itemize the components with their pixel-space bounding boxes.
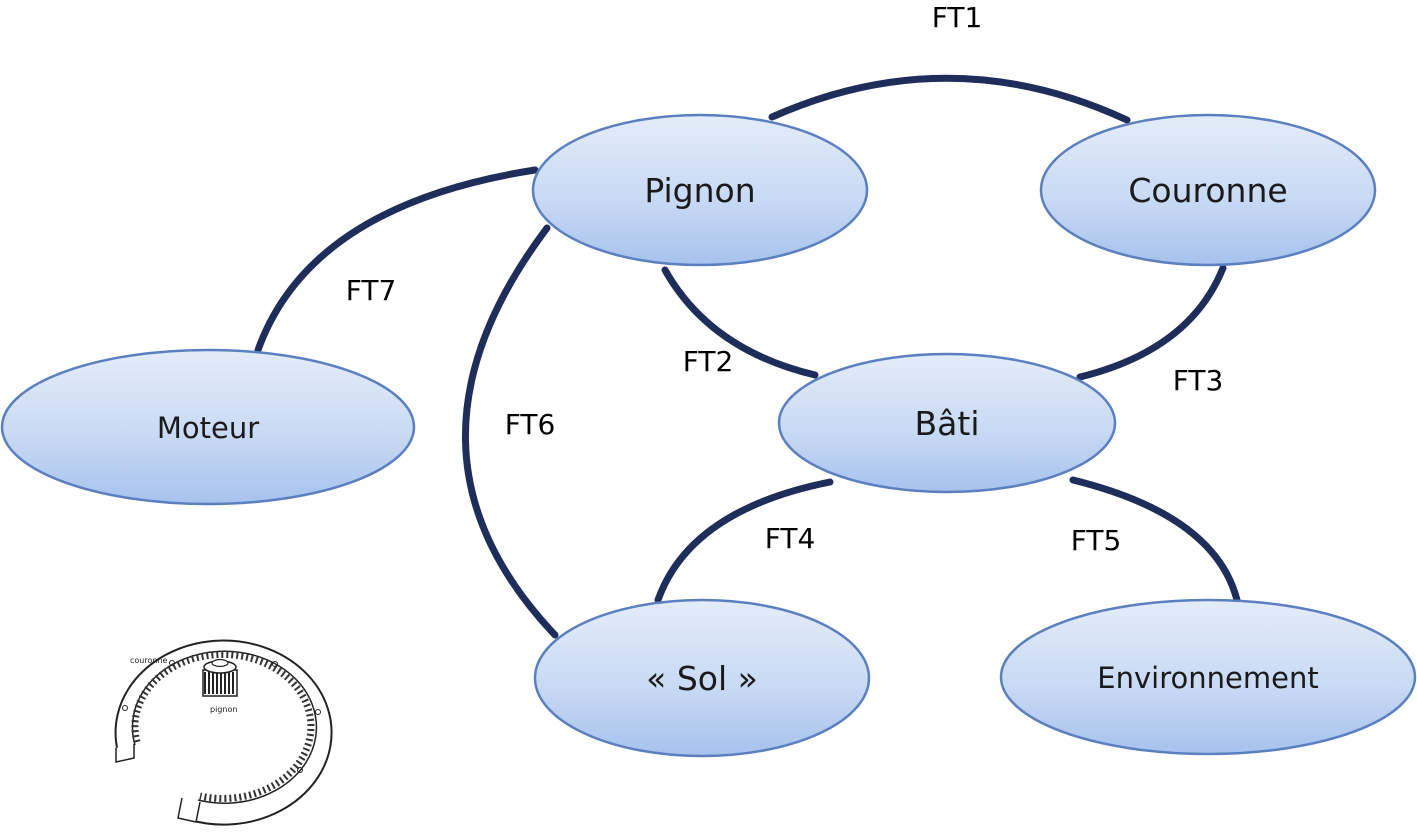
node-environnement: Environnement (999, 598, 1417, 756)
label-ft3: FT3 (1173, 364, 1224, 397)
label-ft2: FT2 (683, 345, 734, 378)
node-moteur: Moteur (0, 348, 416, 506)
couronne-ring-outer (114, 639, 333, 826)
edge-ft4 (654, 478, 834, 604)
node-environnement-label: Environnement (1097, 661, 1318, 695)
couronne-ring-inner (131, 650, 318, 804)
node-couronne: Couronne (1039, 113, 1377, 267)
pignon-caption: pignon (210, 705, 237, 714)
label-ft7: FT7 (346, 274, 397, 307)
node-pignon: Pignon (531, 113, 869, 267)
label-ft6: FT6 (505, 408, 556, 441)
couronne-end-bottom (177, 797, 201, 823)
node-sol-label: « Sol » (646, 659, 758, 698)
edge-ft5 (1069, 476, 1241, 604)
gear-illustration: couronne pignon (114, 639, 333, 826)
node-sol: « Sol » (533, 598, 871, 758)
node-bati-label: Bâti (915, 404, 980, 443)
pignon-gear (202, 658, 238, 697)
node-bati: Bâti (777, 352, 1117, 494)
couronne-teeth (131, 651, 315, 802)
edge-ft7 (254, 166, 539, 354)
node-pignon-label: Pignon (644, 171, 755, 210)
edge-ft6 (461, 224, 559, 639)
label-ft5: FT5 (1071, 524, 1122, 557)
edge-ft1 (768, 74, 1131, 124)
edge-ft2 (661, 266, 819, 379)
label-ft4: FT4 (765, 522, 816, 555)
node-moteur-label: Moteur (157, 411, 259, 445)
couronne-end-left (115, 744, 135, 763)
node-couronne-label: Couronne (1128, 171, 1287, 210)
couronne-caption: couronne (130, 656, 168, 665)
edge-ft3 (1076, 264, 1227, 381)
label-ft1: FT1 (932, 1, 983, 34)
